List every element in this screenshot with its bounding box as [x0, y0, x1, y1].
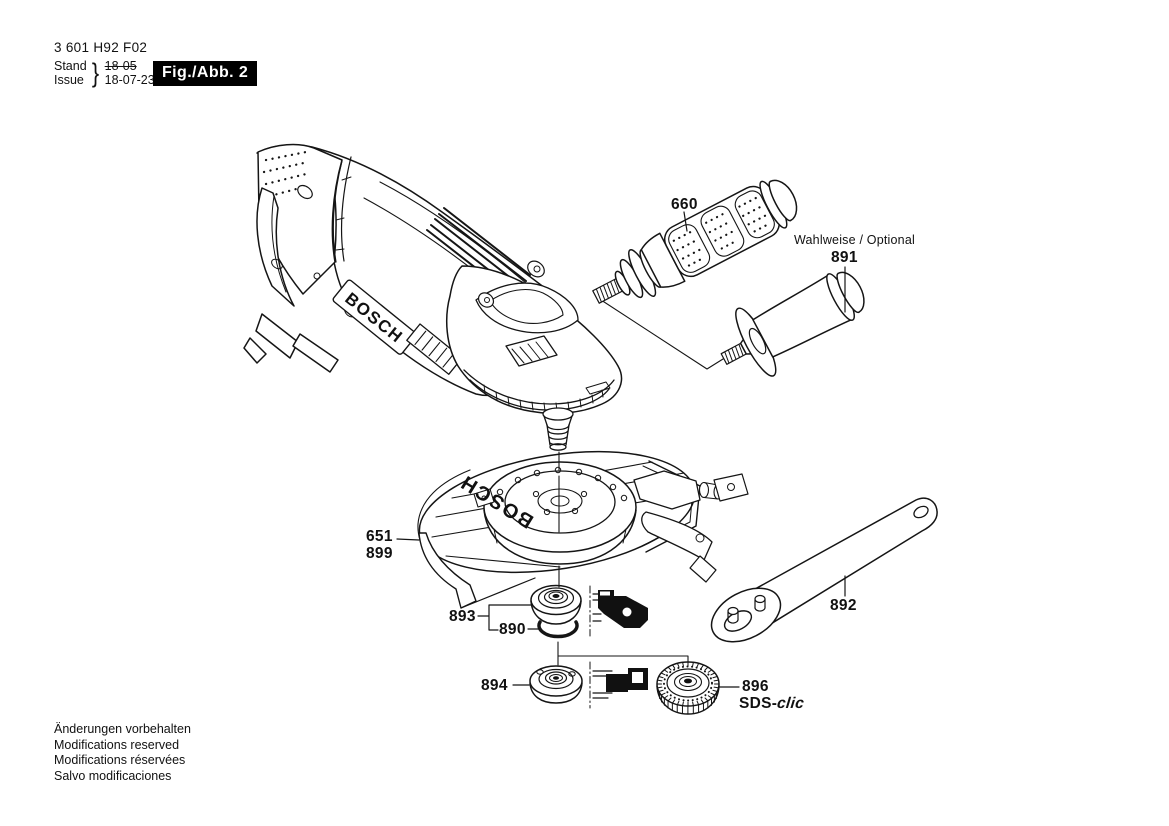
- label-899: 899: [366, 545, 393, 562]
- label-896: 896: [742, 678, 769, 695]
- disclaimer-en: Modifications reserved: [54, 737, 180, 752]
- sds-suffix: clic: [776, 695, 806, 712]
- pin-wrench-892: [710, 497, 938, 643]
- revision-brace: }: [92, 58, 100, 88]
- label-894: 894: [481, 677, 508, 694]
- center-axis-lines: [557, 451, 689, 666]
- optional-handle-891: [720, 271, 865, 377]
- label-891: 891: [831, 249, 858, 266]
- stand-label: Stand: [54, 59, 87, 73]
- label-893: 893: [449, 608, 476, 625]
- figure-badge: Fig./Abb. 2: [153, 61, 258, 86]
- flange-section-icon: [589, 585, 648, 637]
- revision-values: 18-05 18-07-23: [105, 59, 155, 87]
- quick-nut-896: [656, 661, 720, 715]
- label-660: 660: [671, 196, 698, 213]
- disclaimer-block: Änderungen vorbehalten Modifications res…: [54, 722, 191, 784]
- label-651: 651: [366, 528, 393, 545]
- spindle: [542, 407, 574, 451]
- revision-block: Stand Issue } 18-05 18-07-23: [54, 59, 155, 87]
- clamping-nut-894: [529, 665, 583, 704]
- revision-labels: Stand Issue: [54, 59, 87, 87]
- aux-handle-660: [592, 179, 798, 304]
- issue-value: 18-07-23: [104, 73, 155, 87]
- label-sds-clic: SDS-clic: [739, 695, 806, 713]
- backing-flange-893: [530, 584, 582, 625]
- disclaimer-fr: Modifications réservées: [54, 753, 186, 767]
- stand-value: 18-05: [104, 59, 137, 73]
- guard-651-899: BOSCH: [417, 450, 749, 609]
- label-651-899: 651 899: [366, 528, 393, 562]
- disclaimer-de: Änderungen vorbehalten: [54, 722, 191, 736]
- handle-mount-leader: [597, 297, 724, 370]
- label-leader-lines: [396, 211, 846, 688]
- nut-section-icon: [589, 661, 648, 709]
- part-number: 3 601 H92 F02: [54, 40, 148, 55]
- sds-prefix: SDS-: [739, 695, 778, 712]
- label-890: 890: [499, 621, 526, 638]
- label-892: 892: [830, 597, 857, 614]
- disclaimer-es: Salvo modificaciones: [54, 768, 172, 783]
- o-ring-890: [537, 620, 579, 639]
- grinder-body: BOSCH: [243, 143, 623, 451]
- gear-head: [445, 260, 623, 415]
- issue-label: Issue: [54, 73, 84, 87]
- label-optional-note: Wahlweise / Optional: [794, 233, 915, 247]
